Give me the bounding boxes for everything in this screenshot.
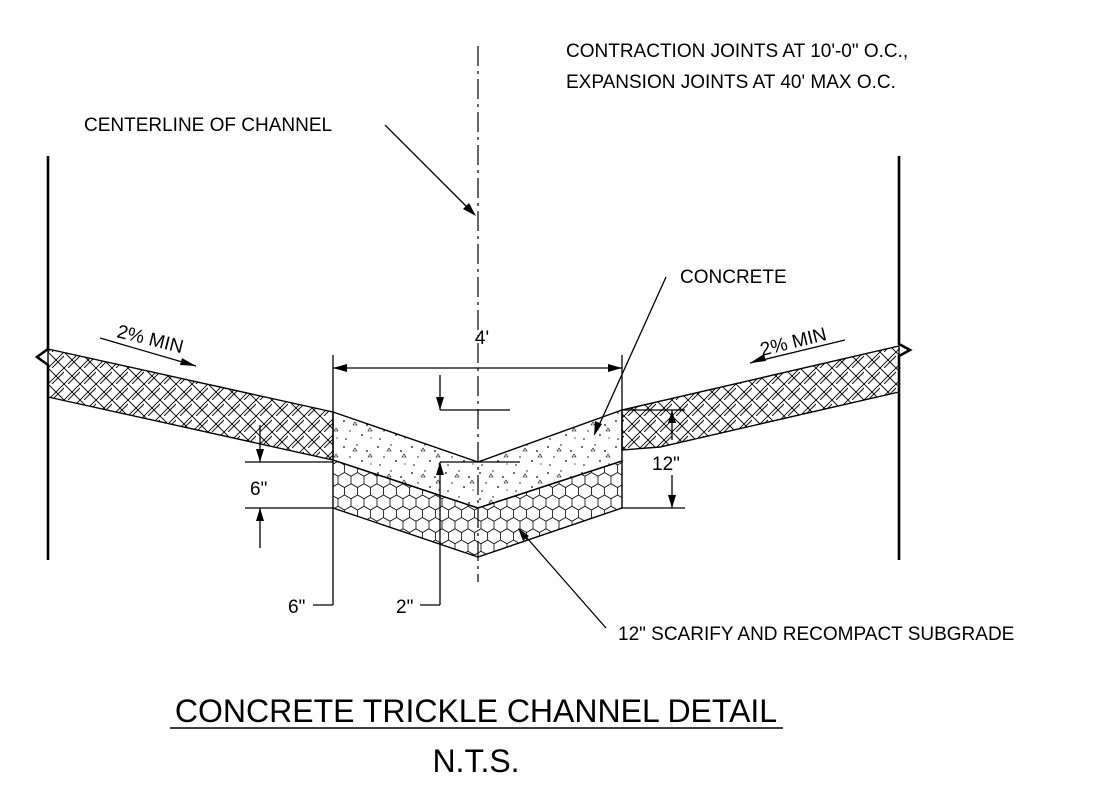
right-wall <box>897 156 913 560</box>
drop-dimension <box>420 375 520 606</box>
left-slope-arrow <box>99 337 197 367</box>
centerline-leader <box>384 124 476 216</box>
concrete-label: CONCRETE <box>680 267 787 288</box>
right-depth-dimension <box>622 409 685 509</box>
left-wall <box>34 156 50 560</box>
left-slab-dimension <box>245 425 333 548</box>
drawing-scale: N.T.S. <box>432 743 519 779</box>
right-depth-dimension-label: 12" <box>652 454 680 475</box>
joints-note-line1: CONTRACTION JOINTS AT 10'-0" O.C., <box>566 41 908 62</box>
left-slab-dimension-label: 6" <box>250 479 267 500</box>
centerline-label: CENTERLINE OF CHANNEL <box>84 115 332 136</box>
right-slope-arrow <box>749 339 846 364</box>
concrete-leader <box>594 276 667 436</box>
left-subgrade-dimension <box>313 508 334 606</box>
joints-note-line2: EXPANSION JOINTS AT 40' MAX O.C. <box>566 72 896 93</box>
left-subgrade-dimension-label: 6" <box>288 597 305 618</box>
right-slope-label: 2% MIN <box>758 324 829 361</box>
drop-dimension-label: 2" <box>396 597 413 618</box>
subgrade-leader <box>518 528 607 629</box>
drawing-title: CONCRETE TRICKLE CHANNEL DETAIL <box>175 693 777 729</box>
width-dimension <box>332 355 623 412</box>
width-dimension-label: 4' <box>475 328 489 349</box>
subgrade-note: 12" SCARIFY AND RECOMPACT SUBGRADE <box>618 624 1014 645</box>
